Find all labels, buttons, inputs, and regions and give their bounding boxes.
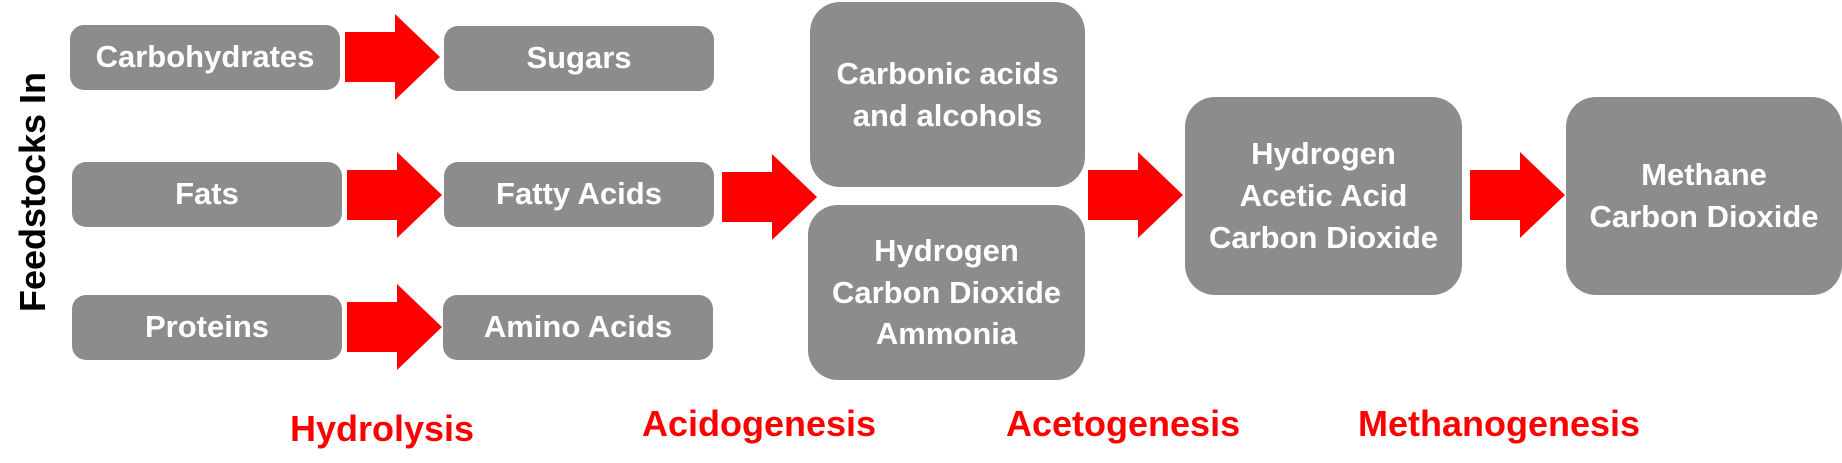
hydrolysis-arrow-2 bbox=[347, 152, 442, 238]
stage-acetogenesis: Acetogenesis bbox=[1006, 403, 1241, 444]
methanogenesis-arrow bbox=[1470, 152, 1565, 238]
stage-acidogenesis: Acidogenesis bbox=[642, 403, 877, 444]
stage-methanogenesis: Methanogenesis bbox=[1358, 403, 1641, 444]
carbonic-acids-box: Carbonic acids and alcohols bbox=[810, 2, 1085, 187]
acetogenesis-products-box: Hydrogen Acetic Acid Carbon Dioxide bbox=[1185, 97, 1462, 295]
proteins-box: Proteins bbox=[72, 295, 342, 360]
hydrolysis-arrow-1 bbox=[345, 14, 440, 100]
fatty-acids-box: Fatty Acids bbox=[444, 162, 714, 227]
fats-box: Fats bbox=[72, 162, 342, 227]
feedstocks-in-label: Feedstocks In bbox=[12, 71, 53, 313]
acetogenesis-arrow bbox=[1088, 152, 1183, 238]
amino-acids-box: Amino Acids bbox=[443, 295, 713, 360]
stage-hydrolysis: Hydrolysis bbox=[290, 408, 475, 449]
methanogenesis-products-box: Methane Carbon Dioxide bbox=[1566, 97, 1842, 295]
hydrogen-co2-ammonia-box: Hydrogen Carbon Dioxide Ammonia bbox=[808, 205, 1085, 380]
acidogenesis-arrow bbox=[722, 154, 817, 240]
hydrolysis-arrow-3 bbox=[347, 284, 442, 370]
carbohydrates-box: Carbohydrates bbox=[70, 25, 340, 90]
sugars-box: Sugars bbox=[444, 26, 714, 91]
